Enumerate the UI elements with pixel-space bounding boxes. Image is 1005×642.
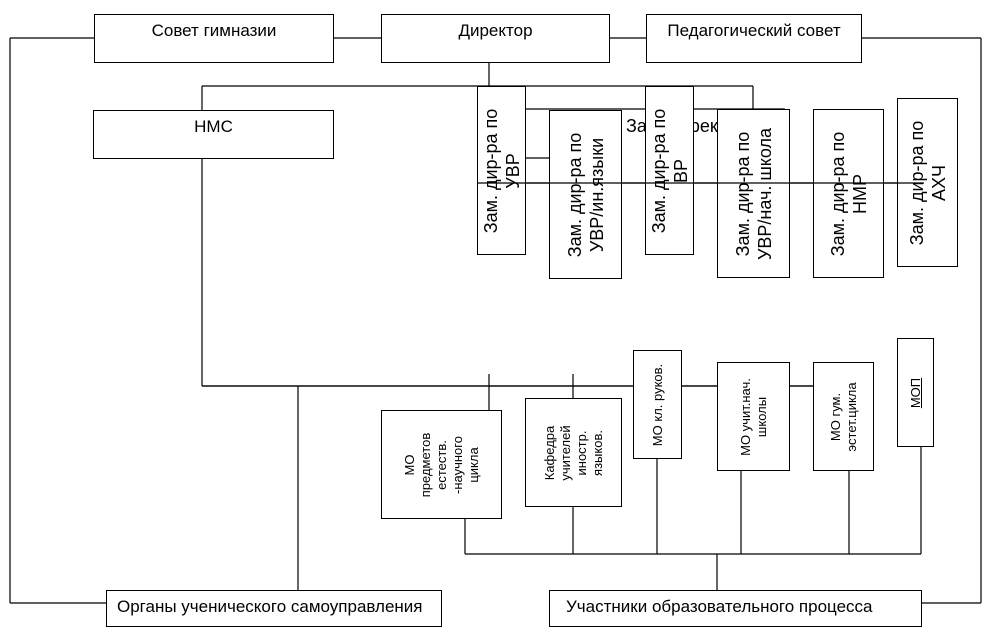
deputy-nmr-box: Зам. дир-ра по НМР — [813, 109, 884, 278]
mo-humanities-box: МО гум. эстет.цикла — [813, 362, 874, 471]
mo-class-leaders-box: МО кл. руков. — [633, 350, 682, 459]
student-government-box: Органы ученического самоуправления — [106, 590, 442, 627]
participants-box: Участники образовательного процесса — [549, 590, 922, 627]
dept-languages-label: Кафедра учителей иностр. языков. — [541, 424, 605, 481]
nms-box: НМС — [93, 110, 334, 159]
gymnasium-council-label: Совет гимназии — [151, 21, 277, 40]
deputy-uvr-primary-box: Зам. дир-ра по УВР/нач. школа — [717, 109, 790, 278]
deputy-nmr-label: Зам. дир-ра по НМР — [827, 131, 870, 256]
participants-label: Участники образовательного процесса — [566, 597, 873, 616]
mo-humanities-label: МО гум. эстет.цикла — [827, 381, 859, 452]
nms-label: НМС — [194, 117, 233, 136]
deputy-vr-label: Зам. дир-ра по ВР — [648, 108, 691, 233]
deputy-uvr-primary-label: Зам. дир-ра по УВР/нач. школа — [732, 127, 775, 260]
deputy-uvr-languages-label: Зам. дир-ра по УВР/ин.языки — [564, 132, 607, 257]
pedagogical-council-label: Педагогический совет — [667, 21, 841, 40]
mo-primary-teachers-box: МО учит.нач. школы — [717, 362, 790, 471]
dept-languages-box: Кафедра учителей иностр. языков. — [525, 398, 622, 507]
mo-primary-teachers-label: МО учит.нач. школы — [737, 377, 769, 456]
gymnasium-council-box: Совет гимназии — [94, 14, 334, 63]
mop-label: МОП — [907, 377, 923, 408]
deputy-uvr-label: Зам. дир-ра по УВР — [480, 108, 523, 233]
deputy-vr-box: Зам. дир-ра по ВР — [645, 86, 694, 255]
deputy-ahch-label: Зам. дир-ра по АХЧ — [906, 120, 949, 245]
deputy-ahch-box: Зам. дир-ра по АХЧ — [897, 98, 958, 267]
director-label: Директор — [458, 21, 533, 40]
director-box: Директор — [381, 14, 610, 63]
student-government-label: Органы ученического самоуправления — [117, 597, 423, 616]
deputy-uvr-languages-box: Зам. дир-ра по УВР/ин.языки — [549, 110, 622, 279]
deputy-uvr-box: Зам. дир-ра по УВР — [477, 86, 526, 255]
mo-science-box: МО предметов естеств. -научного цикла — [381, 410, 502, 519]
pedagogical-council-box: Педагогический совет — [646, 14, 862, 63]
mo-class-leaders-label: МО кл. руков. — [649, 363, 665, 446]
mo-science-label: МО предметов естеств. -научного цикла — [401, 432, 481, 497]
mop-box: МОП — [897, 338, 934, 447]
